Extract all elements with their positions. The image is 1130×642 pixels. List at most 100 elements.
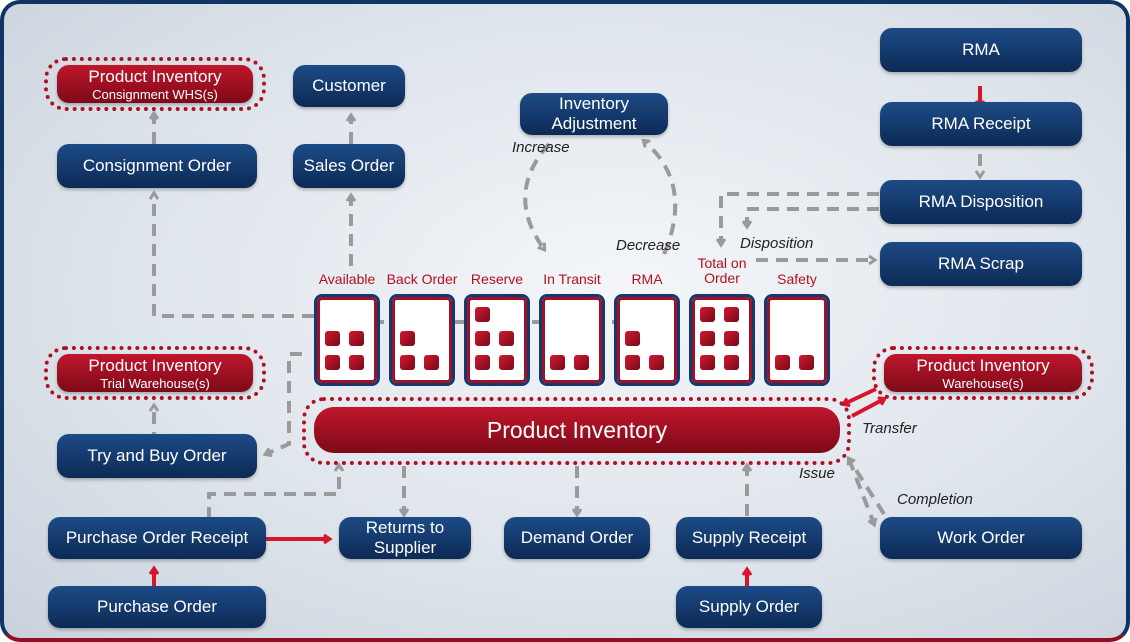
stock-unit bbox=[625, 355, 640, 370]
node-label: RMA Scrap bbox=[938, 254, 1024, 273]
supply-receipt[interactable]: Supply Receipt bbox=[676, 517, 822, 559]
inventory-adjustment[interactable]: Inventory Adjustment bbox=[520, 93, 668, 135]
category-bin[interactable] bbox=[539, 294, 605, 386]
sales-order[interactable]: Sales Order bbox=[293, 144, 405, 188]
stock-unit bbox=[724, 331, 739, 346]
node-label: Inventory Adjustment bbox=[551, 94, 637, 133]
issue-label: Issue bbox=[799, 465, 835, 482]
node-label: Returns to Supplier bbox=[365, 518, 445, 557]
arrow-completion bbox=[849, 459, 886, 516]
product-inventory-highlight bbox=[302, 397, 851, 465]
stock-unit bbox=[700, 331, 715, 346]
consignment-order[interactable]: Consignment Order bbox=[57, 144, 257, 188]
stock-unit bbox=[325, 355, 340, 370]
completion-label: Completion bbox=[897, 491, 973, 508]
product-inventory-consignment[interactable]: Product Inventory Consignment WHS(s) bbox=[57, 65, 253, 103]
node-label: Purchase Order bbox=[97, 597, 217, 616]
arrow-issue bbox=[847, 458, 874, 524]
warehouse-highlight bbox=[872, 346, 1094, 400]
arrow-disposition-rma bbox=[721, 192, 879, 244]
arrow-available-consignment bbox=[154, 194, 374, 318]
node-label: RMA Receipt bbox=[931, 114, 1031, 133]
node-label: Customer bbox=[312, 76, 386, 95]
stock-unit bbox=[724, 307, 739, 322]
product-inventory[interactable]: Product Inventory bbox=[314, 407, 840, 453]
stock-unit bbox=[499, 355, 514, 370]
product-inventory-trial[interactable]: Product Inventory Trial Warehouse(s) bbox=[57, 354, 253, 392]
category-bin[interactable] bbox=[764, 294, 830, 386]
node-label: Supply Order bbox=[698, 597, 800, 616]
category-label: Total on Order bbox=[697, 255, 747, 286]
node-label: Consignment Order bbox=[82, 156, 232, 175]
node-subtitle: Consignment WHS(s) bbox=[92, 86, 218, 102]
disposition-label: Disposition bbox=[740, 235, 814, 252]
decrease-label: Decrease bbox=[616, 237, 681, 254]
consignment-highlight bbox=[44, 57, 266, 111]
stock-unit bbox=[475, 331, 490, 346]
rma-scrap[interactable]: RMA Scrap bbox=[880, 242, 1082, 286]
node-label: Supply Receipt bbox=[691, 528, 807, 547]
stock-unit bbox=[349, 355, 364, 370]
stock-unit bbox=[700, 355, 715, 370]
stock-unit bbox=[574, 355, 589, 370]
arrow-inv-trybuy bbox=[266, 352, 302, 454]
stock-unit bbox=[475, 355, 490, 370]
node-label: Product Inventory bbox=[486, 416, 668, 443]
rma-receipt[interactable]: RMA Receipt bbox=[880, 102, 1082, 146]
stock-unit bbox=[475, 307, 490, 322]
stock-unit bbox=[400, 355, 415, 370]
connector-layer bbox=[4, 86, 1130, 586]
stock-unit bbox=[499, 331, 514, 346]
node-label: Work Order bbox=[937, 528, 1025, 547]
category-label: Back Order bbox=[386, 271, 458, 287]
category-bin[interactable] bbox=[689, 294, 755, 386]
try-and-buy-order[interactable]: Try and Buy Order bbox=[57, 434, 257, 478]
node-title: Product Inventory bbox=[88, 66, 222, 86]
category-label: RMA bbox=[631, 271, 663, 287]
category-bin[interactable] bbox=[614, 294, 680, 386]
stock-unit bbox=[649, 355, 664, 370]
stock-unit bbox=[625, 331, 640, 346]
category-bin[interactable] bbox=[389, 294, 455, 386]
transfer-label: Transfer bbox=[862, 420, 917, 437]
stock-unit bbox=[349, 331, 364, 346]
rma[interactable]: RMA bbox=[880, 28, 1082, 72]
node-title: Product Inventory bbox=[916, 355, 1050, 375]
arrow-increase bbox=[523, 142, 551, 249]
increase-label: Increase bbox=[512, 139, 570, 156]
node-subtitle: Warehouse(s) bbox=[942, 375, 1024, 391]
stock-unit bbox=[724, 355, 739, 370]
stock-unit bbox=[424, 355, 439, 370]
node-label: RMA Disposition bbox=[918, 192, 1044, 211]
purchase-order[interactable]: Purchase Order bbox=[48, 586, 266, 628]
category-label: Safety bbox=[777, 271, 817, 287]
category-label: In Transit bbox=[543, 271, 601, 287]
node-label: RMA bbox=[962, 40, 1000, 59]
work-order[interactable]: Work Order bbox=[880, 517, 1082, 559]
node-label: Try and Buy Order bbox=[87, 446, 227, 465]
arrow-por-inventory bbox=[207, 466, 339, 519]
category-bin[interactable] bbox=[314, 294, 380, 386]
rma-disposition[interactable]: RMA Disposition bbox=[880, 180, 1082, 224]
stock-unit bbox=[400, 331, 415, 346]
node-label: Demand Order bbox=[520, 528, 634, 547]
product-inventory-warehouse[interactable]: Product Inventory Warehouse(s) bbox=[884, 354, 1082, 392]
purchase-order-receipt[interactable]: Purchase Order Receipt bbox=[48, 517, 266, 559]
node-subtitle: Trial Warehouse(s) bbox=[100, 375, 210, 391]
node-label: Sales Order bbox=[303, 156, 395, 175]
stock-unit bbox=[775, 355, 790, 370]
node-label: Purchase Order Receipt bbox=[65, 528, 249, 547]
arrow-decrease bbox=[644, 141, 678, 255]
stock-unit bbox=[799, 355, 814, 370]
category-label: Available bbox=[318, 271, 376, 287]
category-label: Reserve bbox=[470, 271, 524, 287]
stock-unit bbox=[700, 307, 715, 322]
returns-to-supplier[interactable]: Returns to Supplier bbox=[339, 517, 471, 559]
supply-order[interactable]: Supply Order bbox=[676, 586, 822, 628]
demand-order[interactable]: Demand Order bbox=[504, 517, 650, 559]
stock-unit bbox=[550, 355, 565, 370]
category-bin[interactable] bbox=[464, 294, 530, 386]
customer[interactable]: Customer bbox=[293, 65, 405, 107]
node-title: Product Inventory bbox=[88, 355, 222, 375]
